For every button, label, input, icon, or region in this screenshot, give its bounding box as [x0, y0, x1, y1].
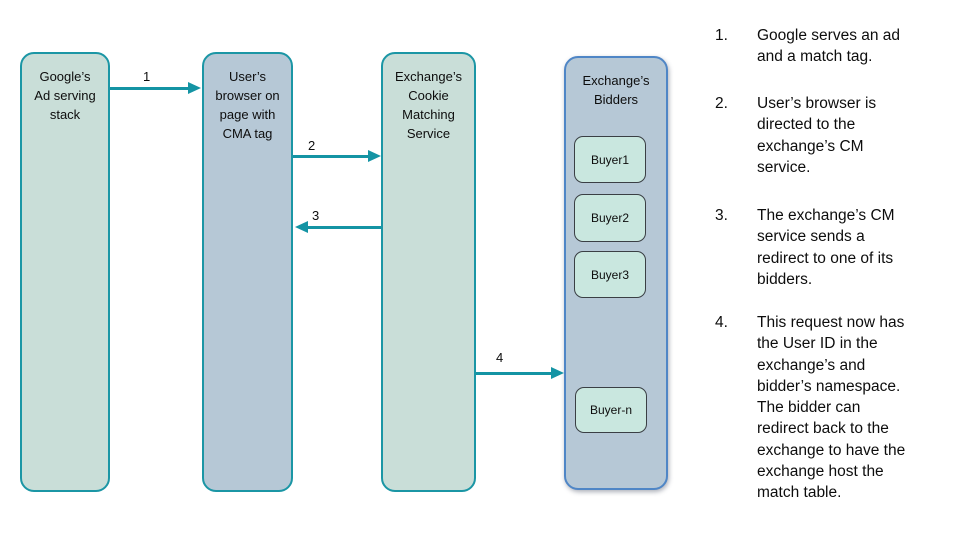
- arrow-2-head-icon: [368, 150, 381, 162]
- node-cm-service-title: Exchange’s Cookie Matching Service: [395, 69, 462, 141]
- note-2-text: User’s browser is directed to the exchan…: [757, 95, 877, 176]
- arrow-3-head-icon: [295, 221, 308, 233]
- buyer-n-box: Buyer-n: [575, 387, 647, 433]
- note-item-1: 1. Google serves an ad and a match tag.: [715, 25, 950, 68]
- arrow-2-label: 2: [308, 138, 316, 153]
- node-user-browser: User’s browser on page with CMA tag: [202, 52, 293, 492]
- node-cm-service: Exchange’s Cookie Matching Service: [381, 52, 476, 492]
- buyer2-label: Buyer2: [590, 211, 630, 225]
- arrow-4-label: 4: [496, 350, 504, 365]
- buyer1-label: Buyer1: [590, 152, 630, 167]
- note-4-number: 4.: [715, 314, 728, 331]
- buyer3-label: Buyer3: [590, 267, 630, 282]
- buyer-n-label: Buyer-n: [589, 403, 633, 417]
- arrow-1-line: [110, 86, 189, 90]
- arrow-3-label: 3: [312, 208, 320, 223]
- arrow-4-head-icon: [551, 367, 564, 379]
- note-4-text: This request now has the User ID in the …: [757, 314, 906, 502]
- arrow-4-line: [476, 371, 552, 375]
- node-google-ad-stack: Google’s Ad serving stack: [20, 52, 110, 492]
- note-3-number: 3.: [715, 207, 728, 224]
- note-item-2: 2. User’s browser is directed to the exc…: [715, 93, 950, 178]
- buyer2-box: Buyer2: [574, 194, 646, 242]
- arrow-1-label: 1: [143, 69, 151, 84]
- arrow-2-line: [293, 154, 369, 158]
- node-google-ad-stack-title: Google’s Ad serving stack: [34, 69, 96, 122]
- note-item-3: 3. The exchange’s CM service sends a red…: [715, 205, 950, 290]
- note-2-number: 2.: [715, 95, 728, 112]
- arrow-1-head-icon: [188, 82, 201, 94]
- note-item-4: 4. This request now has the User ID in t…: [715, 312, 950, 504]
- node-user-browser-title: User’s browser on page with CMA tag: [215, 69, 280, 141]
- note-1-text: Google serves an ad and a match tag.: [757, 27, 901, 66]
- node-exchange-bidders-title: Exchange’s Bidders: [582, 73, 650, 107]
- note-1-number: 1.: [715, 27, 728, 44]
- buyer3-box: Buyer3: [574, 251, 646, 298]
- arrow-3-line: [307, 225, 381, 229]
- note-3-text: The exchange’s CM service sends a redire…: [757, 207, 895, 288]
- buyer1-box: Buyer1: [574, 136, 646, 183]
